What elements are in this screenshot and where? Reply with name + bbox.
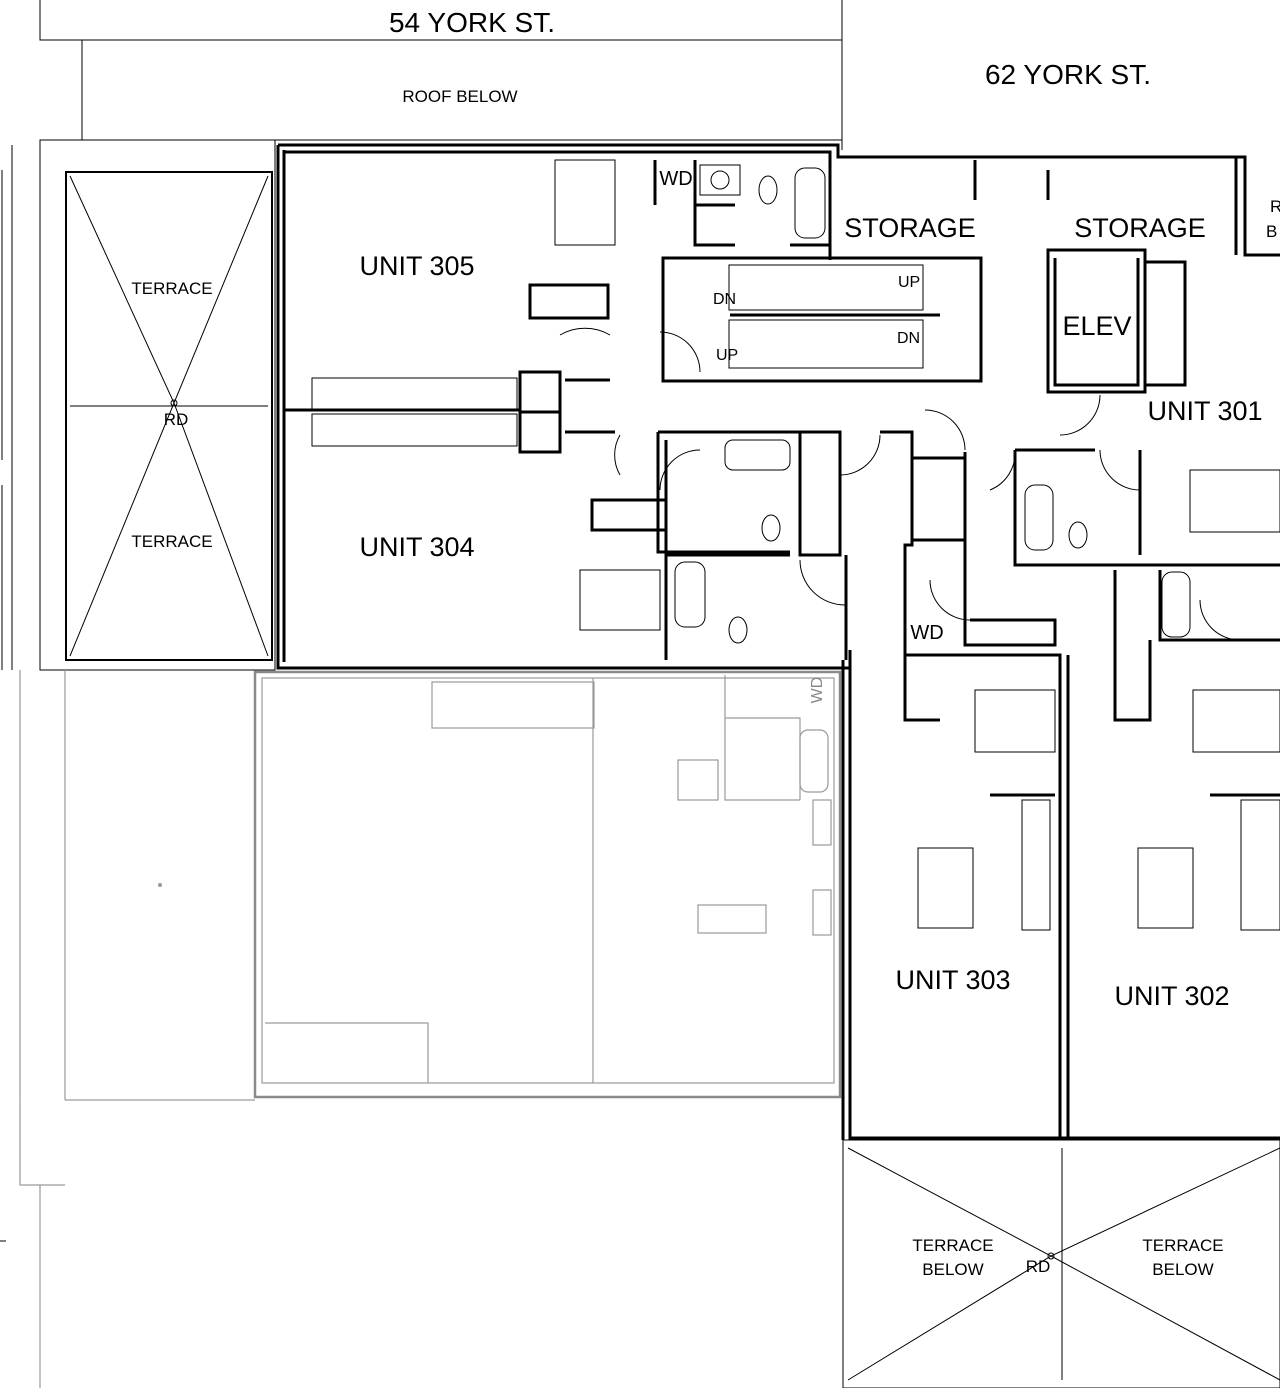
roof-drain-label: RD xyxy=(164,410,189,429)
roof-below-label: ROOF BELOW xyxy=(402,87,517,106)
terrace-below-roof-drain: RD xyxy=(1026,1257,1051,1276)
unit-302-label: UNIT 302 xyxy=(1114,981,1229,1011)
street-label-62-york: 62 YORK ST. xyxy=(985,59,1151,90)
washer-dryer-label-305: WD xyxy=(659,168,692,190)
unit-305-label: UNIT 305 xyxy=(359,251,474,281)
storage-label-right: STORAGE xyxy=(1074,213,1206,243)
washer-dryer-label-303: WD xyxy=(910,622,943,644)
stair-dn-upper: DN xyxy=(713,291,736,308)
cut-off-label-line2: B xyxy=(1266,222,1277,241)
unit-below xyxy=(19,670,842,1388)
unit-301-label: UNIT 301 xyxy=(1147,396,1262,426)
terrace-label-upper: TERRACE xyxy=(131,279,212,298)
terrace-below-left-line1: TERRACE xyxy=(912,1236,993,1255)
elevator-label: ELEV xyxy=(1062,311,1131,341)
terrace-below-right-line1: TERRACE xyxy=(1142,1236,1223,1255)
terrace-below-left-line2: BELOW xyxy=(922,1260,983,1279)
unit-304-label: UNIT 304 xyxy=(359,532,474,562)
terrace-left xyxy=(1,139,276,671)
storage-label-left: STORAGE xyxy=(844,213,976,243)
cut-off-label-line1: R xyxy=(1270,197,1280,216)
stair-up-upper: UP xyxy=(898,274,920,291)
washer-dryer-label-below: WD xyxy=(809,677,826,704)
unit-303-label: UNIT 303 xyxy=(895,965,1010,995)
fixtures xyxy=(311,159,1280,931)
street-label-54-york: 54 YORK ST. xyxy=(389,7,555,38)
stair-dn-lower: DN xyxy=(897,330,920,347)
terrace-below xyxy=(0,1139,1280,1388)
terrace-below-right-line2: BELOW xyxy=(1152,1260,1213,1279)
stair-up-lower: UP xyxy=(716,347,738,364)
terrace-label-lower: TERRACE xyxy=(131,532,212,551)
